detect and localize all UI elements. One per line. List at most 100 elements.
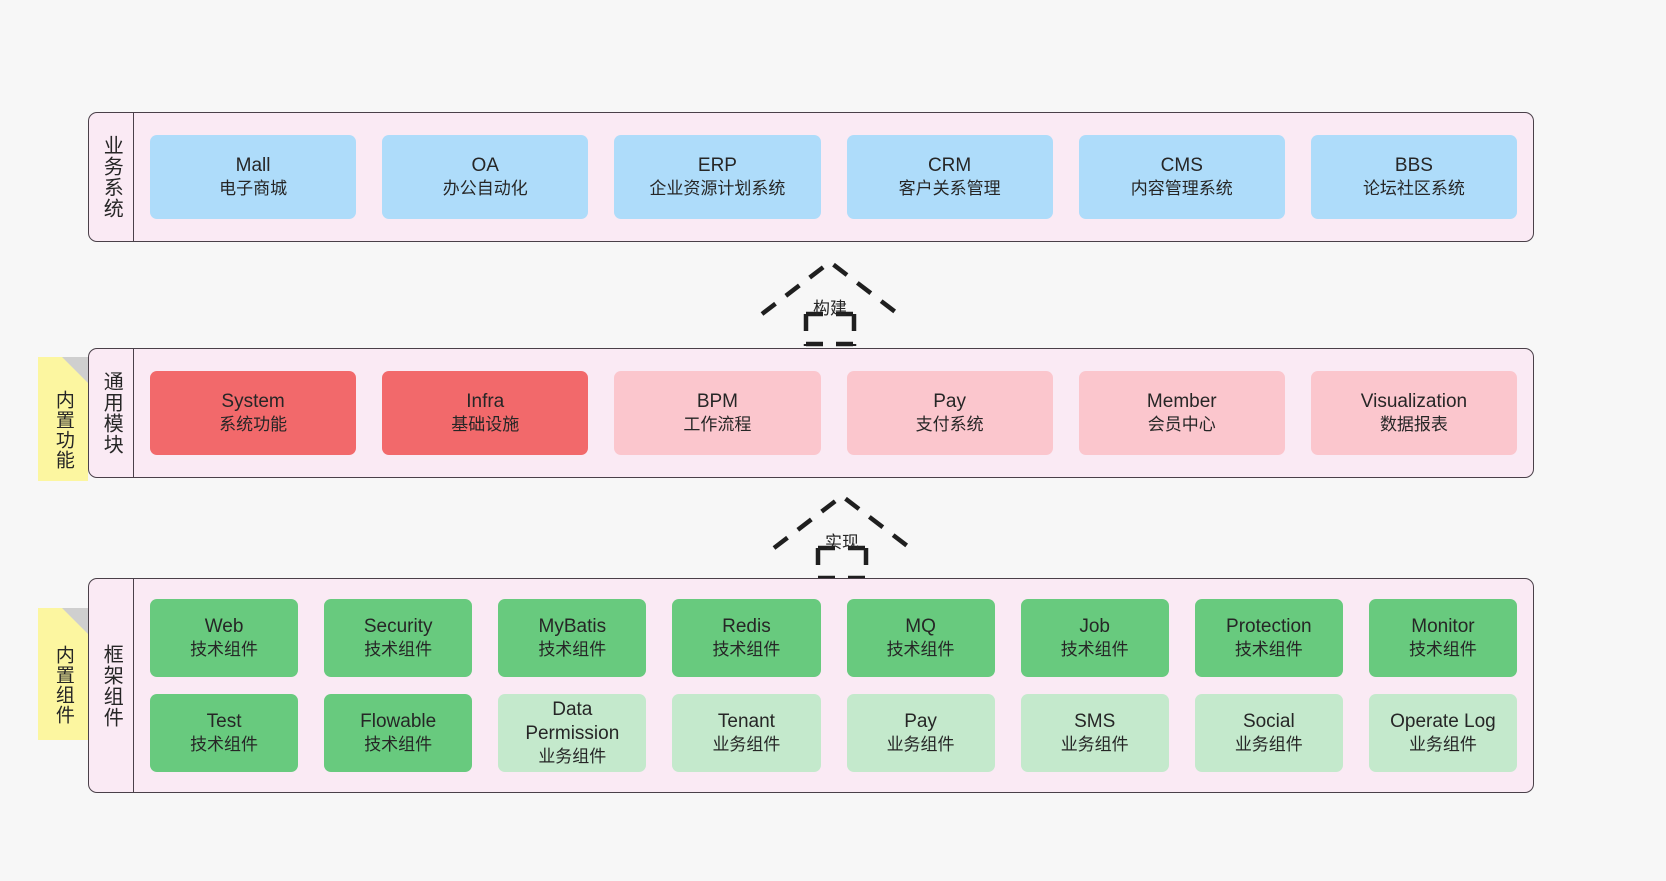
module-subtitle: 业务组件 [1408, 735, 1477, 755]
module-name: Web [204, 615, 244, 637]
module-subtitle: 技术组件 [1234, 640, 1303, 660]
module-name: Mall [235, 154, 271, 176]
module-name: MyBatis [538, 615, 607, 637]
module-box[interactable]: Mall 电子商城 [150, 135, 357, 219]
module-subtitle: 客户关系管理 [898, 179, 1001, 199]
module-subtitle: 业务组件 [538, 747, 607, 767]
module-box[interactable]: CRM 客户关系管理 [846, 135, 1053, 219]
module-box[interactable]: Operate Log 业务组件 [1368, 694, 1517, 772]
module-name: Infra [466, 390, 505, 412]
module-name: MQ [905, 615, 936, 637]
module-name: BBS [1394, 154, 1433, 176]
module-box[interactable]: Security 技术组件 [324, 599, 473, 677]
module-box[interactable]: Test 技术组件 [150, 694, 299, 772]
module-subtitle: 业务组件 [1234, 735, 1303, 755]
module-name: Job [1079, 615, 1110, 637]
module-subtitle: 技术组件 [364, 735, 433, 755]
module-box[interactable]: Infra 基础设施 [382, 371, 589, 455]
module-box[interactable]: MyBatis 技术组件 [498, 599, 647, 677]
module-subtitle: 系统功能 [219, 415, 288, 435]
module-subtitle: 技术组件 [190, 640, 259, 660]
layer-body-business-system: Mall 电子商城 OA 办公自动化 ERP 企业资源计划系统 CRM 客户关系… [134, 113, 1533, 241]
module-box[interactable]: MQ 技术组件 [846, 599, 995, 677]
module-subtitle: 技术组件 [190, 735, 259, 755]
sticky-note-label: 内置组件 [52, 645, 74, 725]
layer-row: Mall 电子商城 OA 办公自动化 ERP 企业资源计划系统 CRM 客户关系… [150, 135, 1518, 219]
arrow-stem-path [803, 311, 857, 347]
module-subtitle: 企业资源计划系统 [649, 179, 786, 199]
layer-row: System 系统功能 Infra 基础设施 BPM 工作流程 Pay 支付系统… [150, 371, 1518, 455]
arrow-label: 构建 [813, 299, 847, 318]
layer-framework-component: 框架组件 Web 技术组件 Security 技术组件 MyBatis 技术组件… [88, 578, 1534, 793]
module-name: Tenant [717, 710, 775, 732]
module-subtitle: 技术组件 [1060, 640, 1129, 660]
layer-title-framework-component: 框架组件 [89, 579, 134, 792]
module-box[interactable]: Pay 业务组件 [846, 694, 995, 772]
arrow-label: 实现 [825, 533, 859, 552]
module-box[interactable]: CMS 内容管理系统 [1078, 135, 1285, 219]
layer-title-common-module: 通用模块 [89, 349, 134, 477]
module-box[interactable]: Social 业务组件 [1194, 694, 1343, 772]
arrow-build: 构建 [760, 258, 900, 347]
module-name: SMS [1074, 710, 1116, 732]
arrow-stem-path [815, 545, 869, 581]
module-name: Pay [933, 390, 966, 412]
module-name: CRM [927, 154, 972, 176]
module-subtitle: 业务组件 [886, 735, 955, 755]
module-name: Redis [722, 615, 771, 637]
layer-title-business-system: 业务系统 [89, 113, 134, 241]
module-box[interactable]: ERP 企业资源计划系统 [614, 135, 821, 219]
module-box[interactable]: BBS 论坛社区系统 [1310, 135, 1518, 219]
sticky-note-builtin-component: 内置组件 [38, 608, 88, 740]
module-subtitle: 办公自动化 [442, 179, 528, 199]
module-name: Pay [904, 710, 937, 732]
module-subtitle: 工作流程 [683, 415, 752, 435]
module-box[interactable]: SMS 业务组件 [1020, 694, 1169, 772]
module-subtitle: 论坛社区系统 [1362, 179, 1465, 199]
module-box[interactable]: OA 办公自动化 [382, 135, 589, 219]
sticky-note-builtin-function: 内置功能 [38, 357, 88, 481]
module-subtitle: 技术组件 [538, 640, 607, 660]
module-name: Social [1242, 710, 1295, 732]
module-name: OA [471, 154, 499, 176]
layer-body-common-module: System 系统功能 Infra 基础设施 BPM 工作流程 Pay 支付系统… [134, 349, 1533, 477]
module-name: Member [1146, 390, 1217, 412]
module-box[interactable]: Monitor 技术组件 [1368, 599, 1517, 677]
module-box[interactable]: Web 技术组件 [150, 599, 299, 677]
module-name: Protection [1226, 615, 1312, 637]
module-box[interactable]: System 系统功能 [150, 371, 357, 455]
module-subtitle: 业务组件 [1060, 735, 1129, 755]
module-subtitle: 会员中心 [1147, 415, 1216, 435]
module-box[interactable]: Pay 支付系统 [846, 371, 1053, 455]
module-name: System [221, 390, 285, 412]
module-subtitle: 技术组件 [1408, 640, 1477, 660]
module-box[interactable]: Flowable 技术组件 [324, 694, 473, 772]
layer-row: Test 技术组件 Flowable 技术组件 Data Permission … [150, 694, 1517, 772]
module-name: ERP [697, 154, 737, 176]
module-name: Operate Log [1390, 710, 1496, 732]
module-subtitle: 技术组件 [712, 640, 781, 660]
module-box[interactable]: Member 会员中心 [1078, 371, 1285, 455]
module-name: Visualization [1360, 390, 1468, 412]
module-subtitle: 技术组件 [886, 640, 955, 660]
folded-corner-icon [62, 357, 88, 383]
module-box[interactable]: BPM 工作流程 [614, 371, 821, 455]
module-box[interactable]: Visualization 数据报表 [1310, 371, 1518, 455]
module-name: Monitor [1411, 615, 1475, 637]
module-subtitle: 内容管理系统 [1130, 179, 1233, 199]
sticky-note-label: 内置功能 [52, 390, 74, 470]
layer-row: Web 技术组件 Security 技术组件 MyBatis 技术组件 Redi… [150, 599, 1517, 677]
module-name: CMS [1160, 154, 1203, 176]
module-name: Security [363, 615, 433, 637]
module-box[interactable]: Redis 技术组件 [672, 599, 821, 677]
module-subtitle: 支付系统 [915, 415, 984, 435]
module-box[interactable]: Protection 技术组件 [1194, 599, 1343, 677]
module-name: Test [206, 710, 242, 732]
module-name: Data Permission [525, 698, 620, 745]
module-box[interactable]: Tenant 业务组件 [672, 694, 821, 772]
module-box[interactable]: Job 技术组件 [1020, 599, 1169, 677]
module-box[interactable]: Data Permission 业务组件 [498, 694, 647, 772]
module-name: Flowable [360, 710, 437, 732]
module-name: BPM [696, 390, 739, 412]
